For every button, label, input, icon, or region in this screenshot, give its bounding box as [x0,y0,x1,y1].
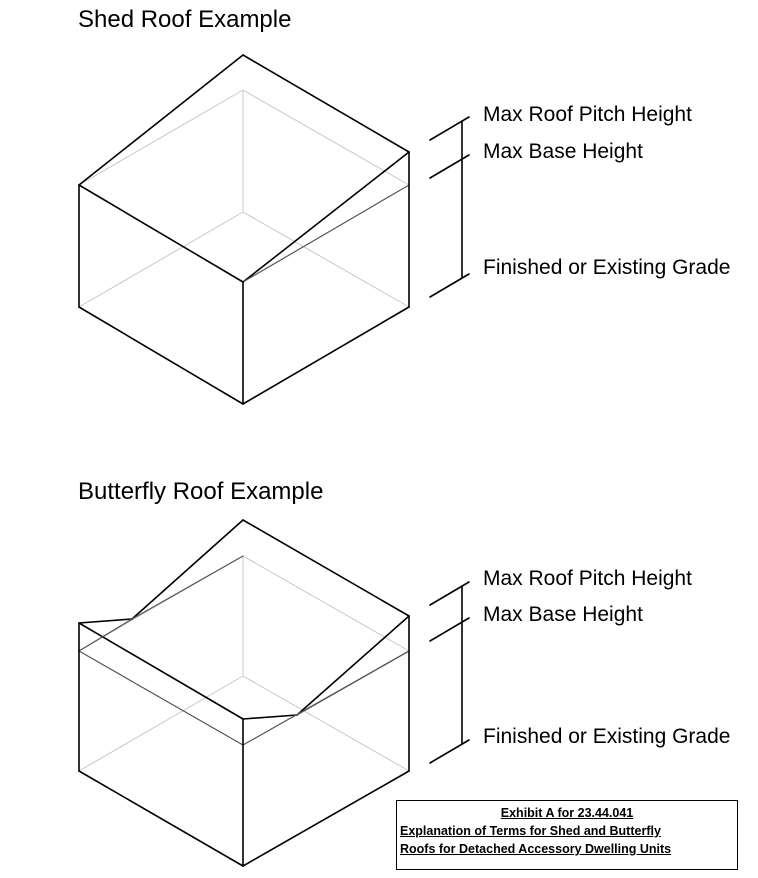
shed-base-top-right [242,184,410,283]
shed-grade-label: Finished or Existing Grade [483,256,731,279]
shed-dimension-markers [429,116,470,298]
butterfly-roof-outline [78,519,410,720]
butterfly-walls [78,615,410,867]
shed-max-roof-pitch-height-label: Max Roof Pitch Height [483,103,692,126]
butterfly-roof-diagram [78,519,470,867]
shed-roof-title: Shed Roof Example [78,6,292,33]
exhibit-caption-line-2: Roofs for Detached Accessory Dwelling Un… [400,842,672,856]
butterfly-grade-label: Finished or Existing Grade [483,725,731,748]
exhibit-caption-line-1: Explanation of Terms for Shed and Butter… [400,824,661,838]
shed-max-base-height-label: Max Base Height [483,140,643,163]
butterfly-max-roof-pitch-height-label: Max Roof Pitch Height [483,567,692,590]
shed-walls [78,151,410,405]
exhibit-caption-heading: Exhibit A for 23.44.041 [500,806,634,820]
shed-roof-outline [78,54,410,283]
butterfly-dimension-markers [429,581,470,764]
shed-roof-diagram [78,54,470,405]
butterfly-roof-title: Butterfly Roof Example [78,478,324,505]
exhibit-caption-box: Exhibit A for 23.44.041 Explanation of T… [396,800,738,870]
shed-hidden-edges [78,89,410,308]
butterfly-valley-lines [78,555,410,746]
butterfly-max-base-height-label: Max Base Height [483,603,643,626]
